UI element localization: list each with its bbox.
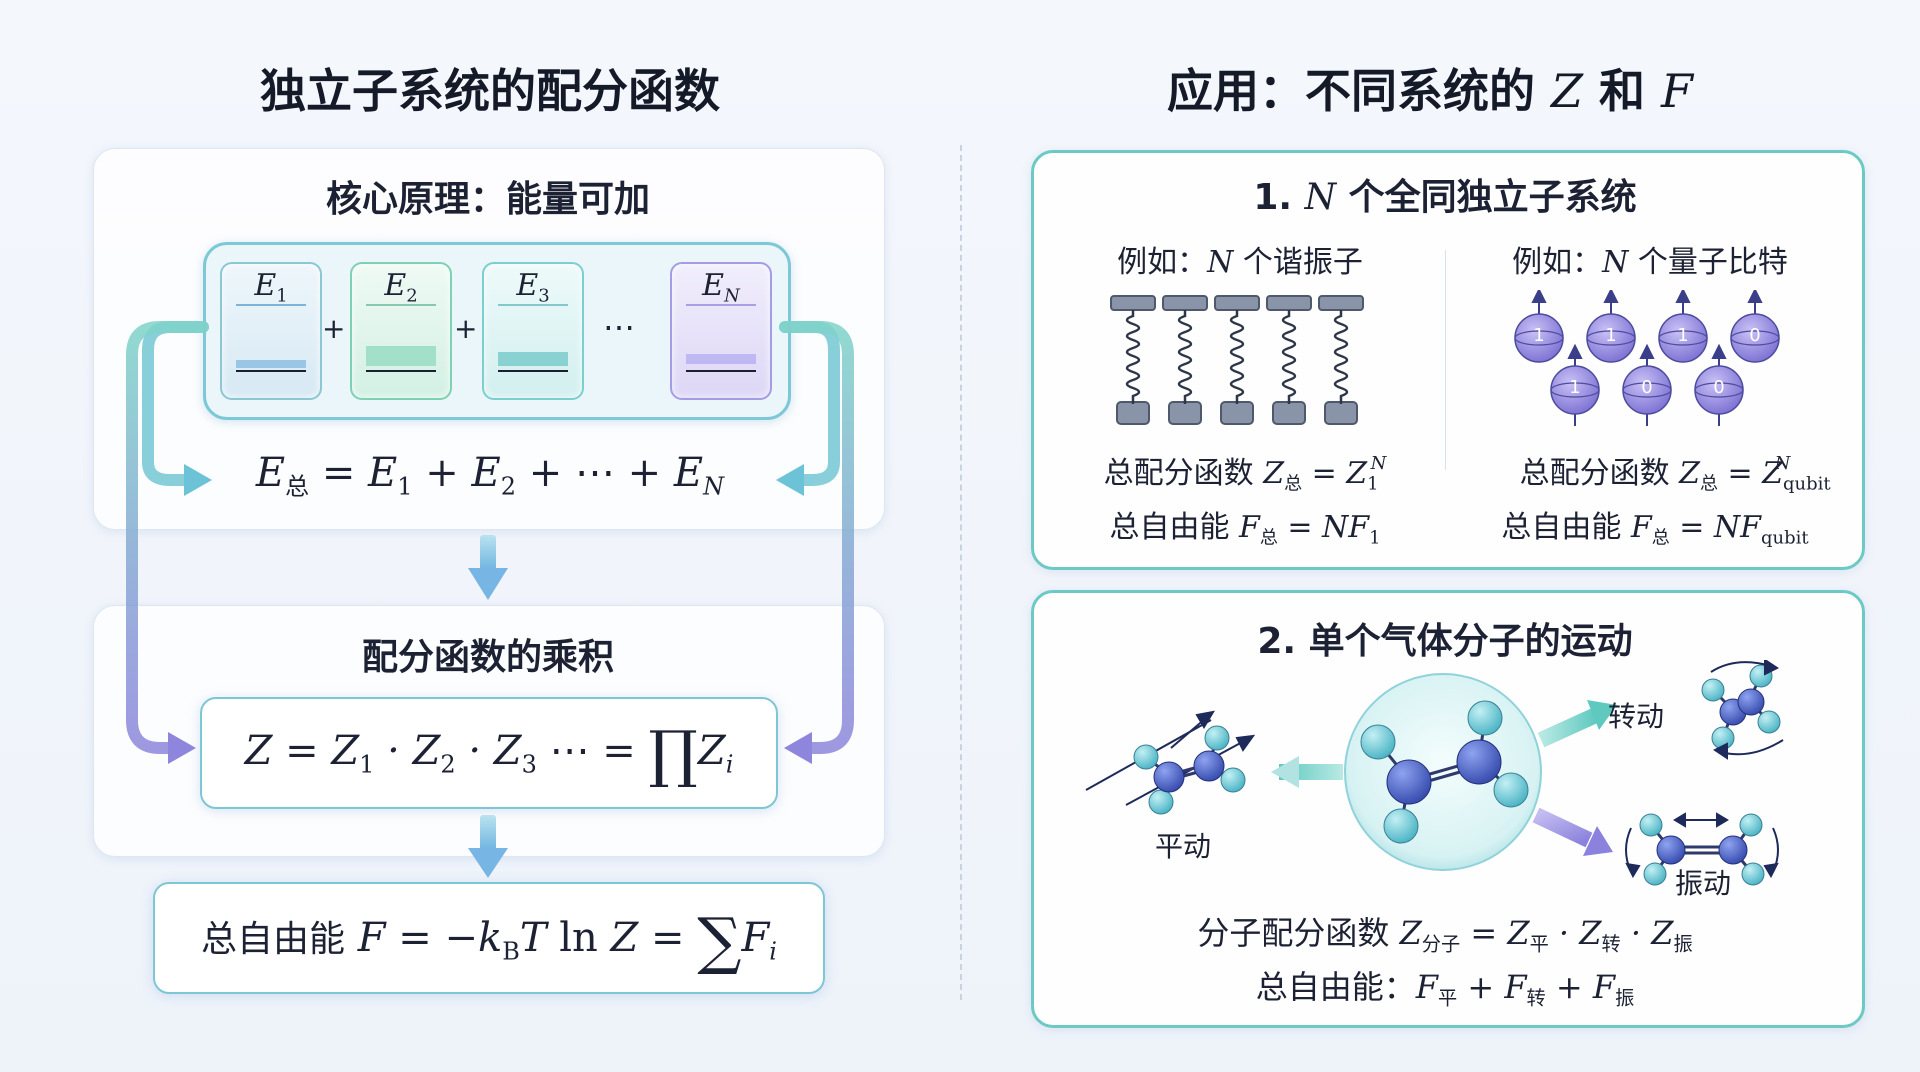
- translation-label: 平动: [1155, 830, 1212, 863]
- central-molecule-bubble: [1344, 673, 1542, 871]
- level-band: [236, 360, 306, 368]
- right-title: 应用：不同系统的 Z 和 F: [1167, 64, 1693, 118]
- arrow-right-inner: [779, 321, 840, 486]
- level-line-ground: [686, 370, 756, 372]
- gas-molecule-heading: 2. 单个气体分子的运动: [1257, 621, 1633, 662]
- oscillator-free-energy-eq: 总自由能 F总 = NF1: [1109, 510, 1381, 549]
- level-line-top: [498, 304, 568, 306]
- plus-sign: +: [454, 312, 478, 345]
- spring-oscillators-icon: [1110, 295, 1364, 425]
- arrow-down-1: [480, 535, 496, 571]
- energy-level-1: E1: [220, 262, 322, 400]
- arrow-down-2: [480, 815, 496, 851]
- arrowhead-down-1: [468, 568, 508, 600]
- energy-label-N: EN: [702, 268, 740, 307]
- qubit-digit: 1: [1605, 325, 1617, 346]
- energy-sum-equation: E总 = E1 + E2 + ⋯ + EN: [255, 450, 725, 501]
- energy-label-1: E1: [254, 268, 288, 307]
- product-heading: 配分函数的乘积: [361, 637, 614, 678]
- qubit-digit: 1: [1677, 325, 1689, 346]
- level-band: [366, 346, 436, 366]
- ellipsis: ⋯: [603, 308, 635, 346]
- level-line-top: [236, 304, 306, 306]
- molecular-free-energy-eq: 总自由能：F平 + F转 + F振: [1255, 968, 1635, 1010]
- qubit-spins-icon: [1514, 290, 1780, 426]
- core-principle-heading: 核心原理：能量可加: [325, 179, 650, 220]
- panel1-separator: [1445, 250, 1446, 470]
- rotation-label: 转动: [1608, 700, 1665, 733]
- molecule-motion-diagram: [1085, 660, 1784, 886]
- level-band: [498, 352, 568, 366]
- vibration-label: 振动: [1675, 867, 1732, 900]
- level-band: [686, 354, 756, 364]
- arrow-left-inner: [142, 321, 209, 486]
- partition-product-equation: Z = Z1 · Z2 · Z3 ⋯ = ∏Zi: [244, 716, 734, 790]
- qubit-digit: 0: [1749, 325, 1761, 346]
- arrow-left-outer: [126, 321, 209, 754]
- plus-sign: +: [322, 312, 346, 345]
- energy-level-3: E3: [482, 262, 584, 400]
- left-title: 独立子系统的配分函数: [260, 64, 720, 118]
- level-line-ground: [498, 370, 568, 372]
- oscillator-partition-eq: 总配分函数 Z总 = Z1N: [1103, 452, 1387, 495]
- level-line-top: [686, 304, 756, 306]
- qubit-partition-eq: 总配分函数 Z总 = ZqubitN: [1519, 452, 1831, 495]
- vertical-divider: [960, 145, 962, 1000]
- level-line-ground: [236, 370, 306, 372]
- oscillator-example: 例如：N 个谐振子: [1117, 245, 1363, 280]
- arrowhead-right-inner: [776, 464, 804, 496]
- partition-product-box: Z = Z1 · Z2 · Z3 ⋯ = ∏Zi: [200, 697, 778, 809]
- left-flow-arrows: [126, 321, 854, 878]
- arrow-right-outer: [779, 321, 854, 754]
- arrowhead-down-2: [468, 848, 508, 878]
- qubit-digit: 0: [1641, 377, 1653, 398]
- arrowhead-left-inner: [184, 464, 212, 496]
- qubit-example: 例如：N 个量子比特: [1512, 245, 1788, 280]
- level-line-ground: [366, 370, 436, 372]
- identical-systems-panel: [1031, 150, 1865, 570]
- qubit-digit: 0: [1713, 377, 1725, 398]
- molecular-partition-eq: 分子配分函数 Z分子 = Z平 · Z转 · Z振: [1197, 914, 1693, 956]
- arrowhead-right-outer: [784, 732, 812, 764]
- free-energy-box: 总自由能 F = −kBT ln Z = ∑Fi: [153, 882, 825, 994]
- qubit-digit: 1: [1569, 377, 1581, 398]
- qubit-digit: 1: [1533, 325, 1545, 346]
- energy-level-N: EN: [670, 262, 772, 400]
- free-energy-equation: 总自由能 F = −kBT ln Z = ∑Fi: [201, 904, 777, 978]
- energy-level-2: E2: [350, 262, 452, 400]
- identical-systems-heading: 1. N 个全同独立子系统: [1253, 177, 1637, 218]
- level-line-top: [366, 304, 436, 306]
- arrowhead-left-outer: [168, 732, 196, 764]
- energy-label-2: E2: [384, 268, 418, 307]
- qubit-free-energy-eq: 总自由能 F总 = NFqubit: [1501, 510, 1809, 549]
- energy-label-3: E3: [516, 268, 550, 307]
